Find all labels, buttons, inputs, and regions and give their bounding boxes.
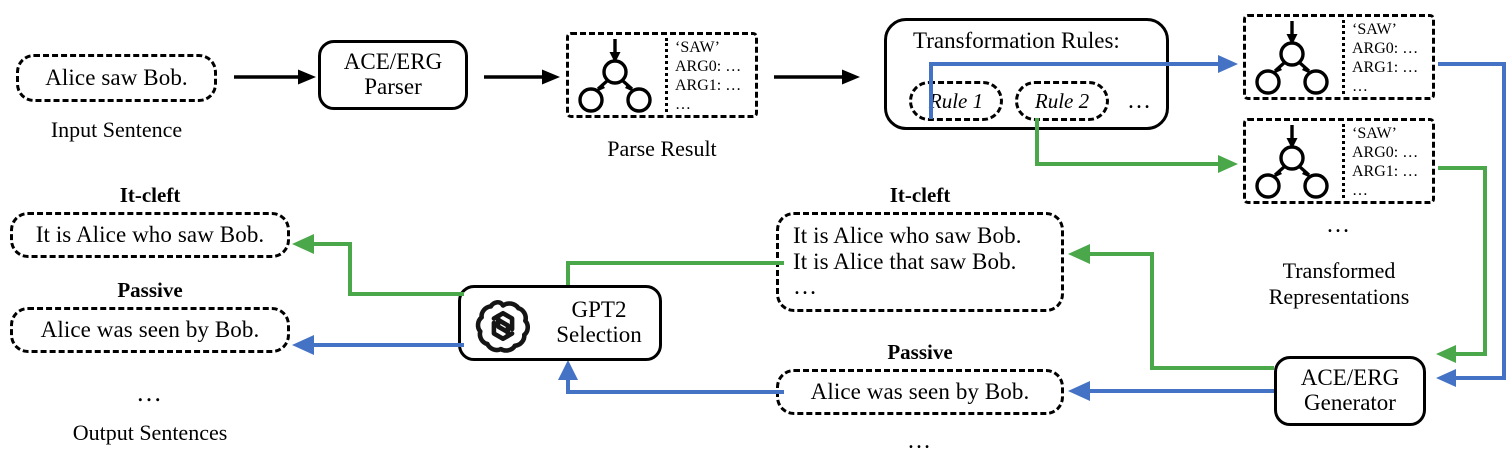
- candidates-passive-label: Passive: [887, 340, 953, 364]
- transformed-repr-ellipsis: …: [1326, 212, 1352, 238]
- parse-result-divider: [665, 38, 668, 112]
- gpt2-label-line2: Selection: [556, 321, 642, 347]
- candidates-itcleft-more: …: [793, 274, 819, 300]
- rule-2-oval[interactable]: Rule 2: [1015, 81, 1109, 121]
- parse-result-arg1: ARG1: …: [675, 76, 742, 94]
- transformed-repr-2-text: ‘SAW’ ARG0: … ARG1: … …: [1352, 125, 1418, 201]
- parse-result-text: ‘SAW’ ARG0: … ARG1: … …: [675, 39, 741, 115]
- transformed-repr-2-graph-icon: [1255, 125, 1329, 199]
- parser-label-line1: ACE/ERG: [343, 49, 443, 75]
- transformed-repr-1-graph-icon: [1255, 21, 1329, 95]
- input-sentence-text: Alice saw Bob.: [45, 65, 188, 90]
- transformed-repr-1-more: …: [1352, 77, 1368, 95]
- arrow-input-to-parser: [234, 69, 316, 85]
- parse-result-box: ‘SAW’ ARG0: … ARG1: … …: [566, 32, 758, 118]
- transformed-repr-2-arg1: ARG1: …: [1352, 162, 1419, 180]
- rules-ellipsis: …: [1127, 88, 1153, 114]
- transformed-repr-box-2: ‘SAW’ ARG0: … ARG1: … …: [1243, 118, 1435, 204]
- output-passive-sentence: Alice was seen by Bob.: [40, 317, 260, 342]
- openai-logo-icon: [475, 298, 531, 358]
- parse-result-more: …: [675, 95, 691, 113]
- connector-generator-to-itcleft-green: [1068, 244, 1274, 370]
- transformed-repr-1-arg1: ARG1: …: [1352, 58, 1419, 76]
- candidates-passive-line-1: Alice was seen by Bob.: [810, 379, 1030, 404]
- parser-box: ACE/ERG Parser: [318, 40, 468, 110]
- transformed-repr-caption-line2: Representations: [1268, 284, 1410, 309]
- output-passive-label: Passive: [117, 278, 183, 302]
- arrow-parser-to-parse-result: [484, 69, 560, 85]
- connector-generator-to-passive-blue: [1068, 381, 1274, 401]
- arrow-parse-result-to-rules: [774, 69, 860, 85]
- transformation-rules-box: Transformation Rules: Rule 1 Rule 2 …: [884, 18, 1169, 130]
- parse-result-predicate: ‘SAW’: [675, 39, 720, 56]
- input-sentence-box: Alice saw Bob.: [16, 54, 217, 102]
- output-itcleft-label: It-cleft: [119, 183, 181, 207]
- connector-repr1-to-generator-blue: [1436, 62, 1506, 387]
- transformed-repr-2-arg0: ARG0: …: [1352, 143, 1419, 161]
- parse-result-graph-icon: [578, 39, 652, 113]
- connector-rule2-to-repr2: [1035, 118, 1238, 173]
- generator-label-line1: ACE/ERG: [1300, 365, 1400, 391]
- transformed-repr-caption-line1: Transformed: [1282, 258, 1396, 283]
- transformed-repr-2-more: …: [1352, 181, 1368, 199]
- parse-result-caption: Parse Result: [607, 136, 717, 161]
- output-caption: Output Sentences: [72, 420, 228, 445]
- transformed-repr-2-divider: [1342, 124, 1345, 198]
- candidates-ellipsis: …: [907, 428, 933, 454]
- connector-gpt2-to-output-passive-blue: [292, 335, 464, 355]
- connector-rule1-to-repr1: [929, 55, 1238, 119]
- input-sentence-caption: Input Sentence: [50, 117, 183, 142]
- transformed-repr-1-arg0: ARG0: …: [1352, 39, 1419, 57]
- connector-repr2-to-generator-green: [1436, 166, 1487, 363]
- generator-box: ACE/ERG Generator: [1274, 356, 1426, 426]
- output-itcleft-sentence: It is Alice who saw Bob.: [35, 222, 265, 247]
- output-passive-box: Alice was seen by Bob.: [10, 307, 290, 353]
- parse-result-arg0: ARG0: …: [675, 57, 742, 75]
- connector-gpt2-to-output-itcleft-green: [292, 234, 464, 296]
- rule-2-label: Rule 2: [1034, 88, 1090, 113]
- rule-1-label: Rule 1: [928, 88, 984, 113]
- transformed-repr-1-divider: [1342, 20, 1345, 94]
- parser-label-line2: Parser: [364, 74, 422, 99]
- transformed-repr-2-predicate: ‘SAW’: [1352, 125, 1397, 142]
- candidates-itcleft-line-2: It is Alice that saw Bob.: [793, 249, 1017, 274]
- gpt2-selection-box: GPT2 Selection: [458, 285, 662, 361]
- output-itcleft-box: It is Alice who saw Bob.: [10, 212, 290, 258]
- output-ellipsis: …: [136, 378, 164, 407]
- transformed-repr-box-1: ‘SAW’ ARG0: … ARG1: … …: [1243, 14, 1435, 100]
- candidates-itcleft-label: It-cleft: [889, 183, 951, 207]
- candidates-itcleft-line-1: It is Alice who saw Bob.: [793, 223, 1022, 248]
- rule-1-oval[interactable]: Rule 1: [909, 81, 1003, 121]
- candidates-itcleft-box: It is Alice who saw Bob. It is Alice tha…: [776, 212, 1064, 312]
- transformed-repr-1-text: ‘SAW’ ARG0: … ARG1: … …: [1352, 21, 1418, 97]
- connector-passive-to-gpt2-blue: [558, 360, 784, 394]
- gpt2-label-line1: GPT2: [571, 297, 627, 322]
- generator-label-line2: Generator: [1304, 390, 1396, 415]
- transformed-repr-1-predicate: ‘SAW’: [1352, 21, 1397, 38]
- candidates-passive-box: Alice was seen by Bob.: [776, 369, 1064, 415]
- openai-logo-svg: [475, 300, 530, 353]
- transformation-rules-title: Transformation Rules:: [913, 28, 1120, 53]
